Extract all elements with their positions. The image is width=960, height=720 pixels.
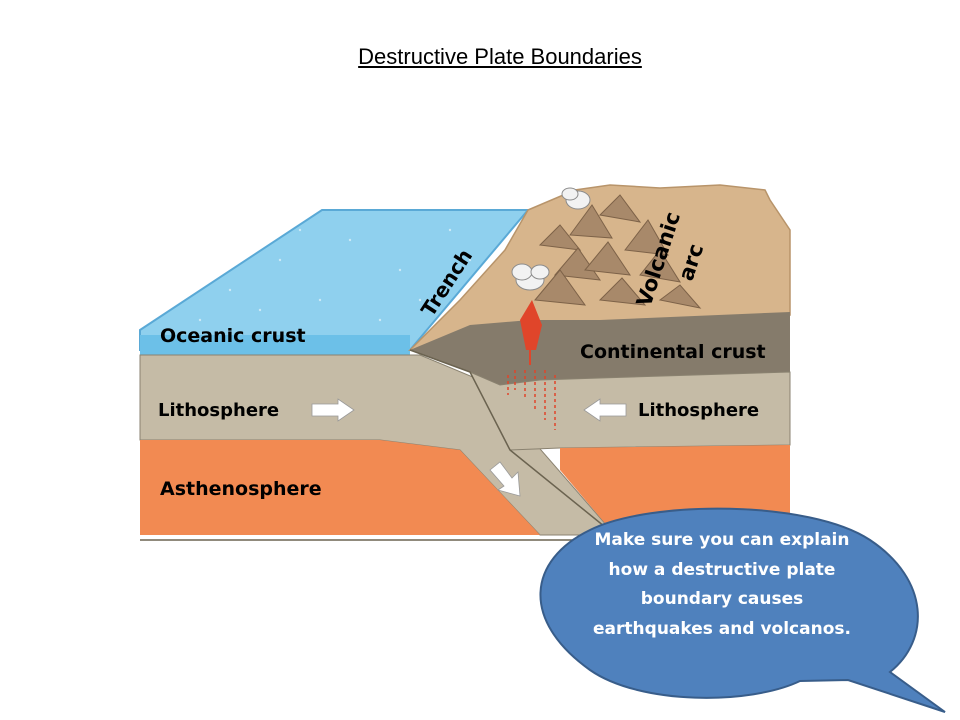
label-asthenosphere: Asthenosphere	[160, 478, 322, 500]
arrow-right-icon	[311, 398, 355, 422]
ocean-front	[140, 335, 410, 355]
plate-boundary-line	[409, 349, 616, 536]
volcanic-arc-mountains	[534, 194, 702, 309]
label-oceanic-crust: Oceanic crust	[160, 325, 306, 347]
ocean-texture	[198, 228, 472, 322]
label-lithosphere-right: Lithosphere	[638, 400, 759, 421]
lithosphere-right	[468, 370, 791, 451]
arrow-down-icon	[489, 461, 521, 497]
volcano-cloud-icon	[511, 187, 591, 291]
slide-title: Destructive Plate Boundaries	[358, 44, 642, 69]
label-continental-crust: Continental crust	[580, 341, 766, 363]
asthenosphere	[140, 440, 540, 535]
continental-crust	[410, 312, 790, 385]
arrow-left-icon	[583, 398, 627, 422]
callout-text: Make sure you can explain how a destruct…	[593, 530, 851, 639]
callout-bubble	[539, 507, 946, 713]
label-lithosphere-left: Lithosphere	[158, 400, 279, 421]
magma-plume	[507, 300, 556, 430]
